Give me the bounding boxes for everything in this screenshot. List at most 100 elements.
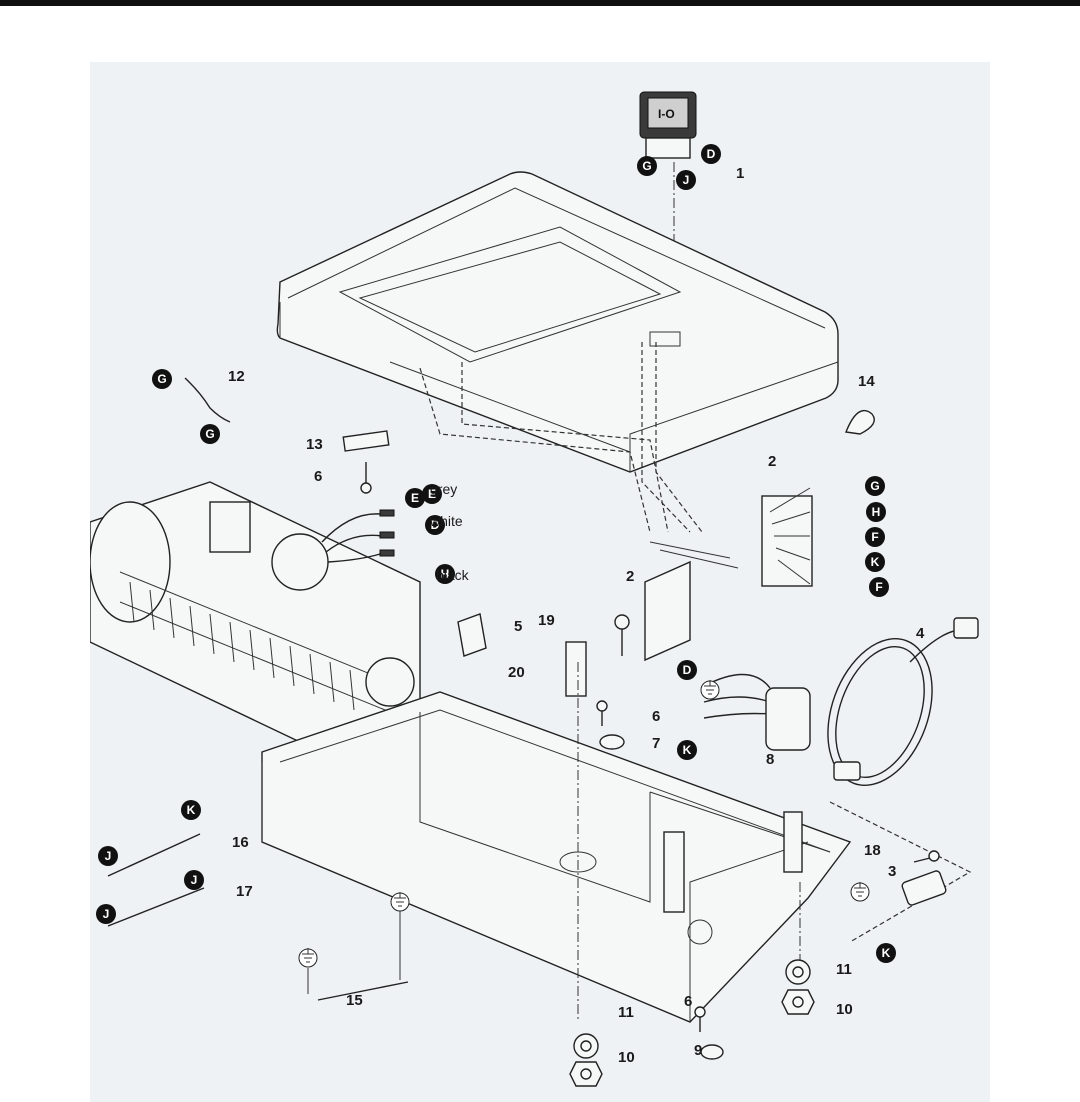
switch-label: I-O bbox=[658, 107, 675, 121]
terminal-e: E bbox=[405, 488, 425, 508]
terminal-g: G bbox=[152, 369, 172, 389]
base-tray bbox=[261, 691, 852, 1023]
terminal-h: H bbox=[435, 564, 455, 584]
earth-wire-15 bbox=[317, 981, 409, 1001]
connector-black bbox=[379, 549, 395, 557]
screw-19 bbox=[614, 614, 630, 656]
terminal-j: J bbox=[96, 904, 116, 924]
screw-6-top bbox=[360, 462, 372, 494]
svg-text:E: E bbox=[428, 487, 436, 501]
terminal-g: G bbox=[865, 476, 885, 496]
plate-13 bbox=[342, 430, 390, 452]
part-number-19: 19 bbox=[538, 612, 555, 629]
earth-symbol-icon bbox=[850, 882, 870, 902]
terminal-block bbox=[644, 541, 739, 662]
svg-text:J: J bbox=[191, 873, 198, 887]
earth-symbol-icon bbox=[700, 680, 720, 700]
svg-text:H: H bbox=[872, 505, 881, 519]
svg-text:K: K bbox=[882, 946, 891, 960]
part-number-14: 14 bbox=[858, 373, 875, 390]
power-cord-4 bbox=[827, 617, 979, 786]
part-number-4: 4 bbox=[916, 625, 925, 642]
part-number-16: 16 bbox=[232, 834, 249, 851]
terminal-g: G bbox=[637, 156, 657, 176]
part-number-7: 7 bbox=[652, 735, 660, 752]
svg-text:K: K bbox=[871, 555, 880, 569]
screw-6-bottom bbox=[694, 1006, 706, 1032]
cable-run-2 bbox=[461, 362, 669, 533]
terminal-j: J bbox=[184, 870, 204, 890]
socket-guide bbox=[829, 801, 972, 943]
svg-text:D: D bbox=[683, 663, 692, 677]
svg-text:D: D bbox=[707, 147, 716, 161]
svg-text:J: J bbox=[103, 907, 110, 921]
part-9 bbox=[700, 1044, 724, 1060]
part-number-5: 5 bbox=[514, 618, 522, 635]
ground-wire-12 bbox=[184, 377, 231, 423]
svg-text:K: K bbox=[683, 743, 692, 757]
wire-grey bbox=[321, 513, 381, 543]
diagram-canvas: I-O bbox=[90, 91, 979, 1087]
terminal-d: D bbox=[677, 660, 697, 680]
part-number-10: 10 bbox=[618, 1049, 635, 1066]
svg-text:K: K bbox=[187, 803, 196, 817]
nut-10-left bbox=[569, 1061, 603, 1087]
rocker-switch: I-O bbox=[639, 91, 697, 159]
part-number-13: 13 bbox=[306, 436, 323, 453]
svg-text:G: G bbox=[205, 427, 214, 441]
terminal-j: J bbox=[676, 170, 696, 190]
svg-text:G: G bbox=[642, 159, 651, 173]
svg-text:F: F bbox=[871, 530, 878, 544]
earth-symbol-icon bbox=[298, 948, 318, 968]
part-number-17: 17 bbox=[236, 883, 253, 900]
wire-16 bbox=[107, 833, 201, 877]
part-number-3: 3 bbox=[888, 863, 896, 880]
nut-10-right bbox=[781, 989, 815, 1015]
svg-text:F: F bbox=[875, 580, 882, 594]
star-washer-11-right bbox=[785, 959, 811, 985]
terminal-e: E bbox=[422, 484, 442, 504]
terminal-d: D bbox=[425, 515, 445, 535]
wiring-card-2 bbox=[761, 487, 813, 587]
part-number-1: 1 bbox=[736, 165, 744, 182]
part-number-20: 20 bbox=[508, 664, 525, 681]
earth-symbol-icon bbox=[390, 892, 410, 912]
wire-black bbox=[327, 553, 381, 563]
part-7 bbox=[599, 734, 625, 750]
part-number-9: 9 bbox=[694, 1042, 702, 1059]
part-number-8: 8 bbox=[766, 751, 774, 768]
part-number-2: 2 bbox=[626, 568, 634, 585]
top-rule bbox=[0, 0, 1080, 6]
part-number-12: 12 bbox=[228, 368, 245, 385]
wire-label-black: black bbox=[436, 567, 470, 583]
screw-6-mid bbox=[596, 700, 608, 726]
terminal-f: F bbox=[865, 527, 885, 547]
socket-3 bbox=[901, 870, 947, 906]
exploded-parts-diagram: I-O bbox=[90, 62, 990, 1102]
connector-white bbox=[379, 531, 395, 539]
star-washer-11-left bbox=[573, 1033, 599, 1059]
wire-white bbox=[325, 534, 383, 553]
terminal-k: K bbox=[865, 552, 885, 572]
terminal-k: K bbox=[677, 740, 697, 760]
terminal-d: D bbox=[701, 144, 721, 164]
svg-text:E: E bbox=[411, 491, 419, 505]
terminal-g: G bbox=[200, 424, 220, 444]
part-5 bbox=[457, 613, 487, 657]
top-cover bbox=[276, 171, 839, 473]
motor-cutting-unit bbox=[90, 481, 421, 743]
bracket-20 bbox=[565, 641, 587, 697]
cable-run-1 bbox=[419, 367, 651, 533]
wire-label-white: white bbox=[429, 513, 463, 529]
svg-text:J: J bbox=[105, 849, 112, 863]
wire-label-grey: grey bbox=[430, 481, 457, 497]
part-number-6: 6 bbox=[652, 708, 660, 725]
cable-run-4 bbox=[655, 342, 703, 533]
screw-18 bbox=[913, 850, 940, 863]
part-number-10: 10 bbox=[836, 1001, 853, 1018]
terminal-j: J bbox=[98, 846, 118, 866]
capacitor-8 bbox=[703, 673, 811, 751]
svg-text:G: G bbox=[870, 479, 879, 493]
